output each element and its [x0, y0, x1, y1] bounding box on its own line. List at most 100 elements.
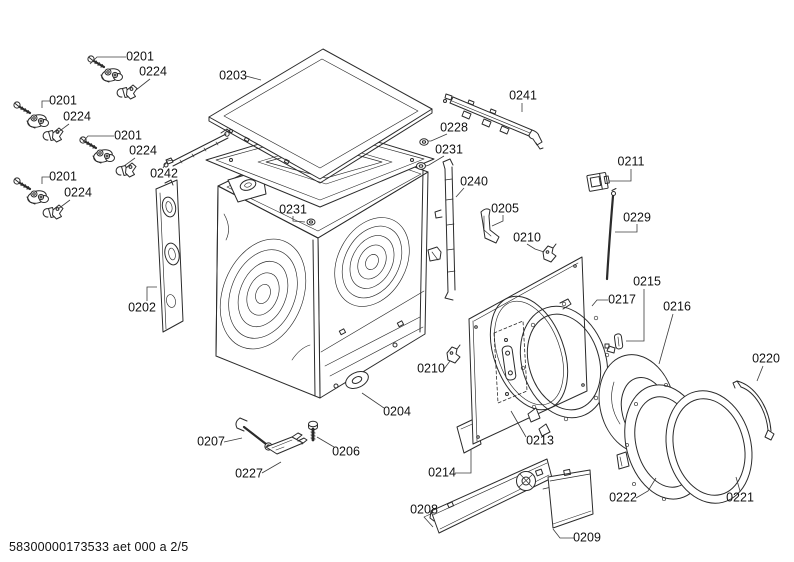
door-ring-0221	[665, 390, 753, 504]
part-label-0203: 0203	[219, 68, 247, 82]
part-label-0206: 0206	[332, 444, 360, 458]
leader-line-0229	[615, 224, 638, 233]
part-label-0210: 0210	[513, 230, 541, 244]
part-label-0224: 0224	[63, 109, 91, 123]
part-label-0241: 0241	[509, 88, 537, 102]
part-label-0227: 0227	[235, 466, 263, 480]
wrench-0207	[235, 417, 273, 451]
part-label-0231: 0231	[279, 202, 307, 216]
leader-lines	[41, 56, 764, 539]
base-panel-0208	[423, 458, 553, 534]
leader-line-0206	[316, 436, 335, 448]
hinge-strip-0240	[427, 158, 456, 301]
part-label-0211: 0211	[618, 154, 645, 168]
drawing-number: 58300000173533 aet 000 a 2/5	[9, 540, 189, 554]
part-label-0224: 0224	[129, 143, 157, 157]
leader-line-0210	[443, 360, 451, 370]
leader-line-0228	[428, 133, 448, 142]
clamp-0224-a	[116, 84, 138, 100]
cross-rail-0242	[163, 128, 233, 168]
leader-line-0201	[41, 176, 50, 184]
front-panel-0213	[468, 256, 588, 445]
leader-line-0214	[455, 449, 472, 474]
switch-0211	[586, 172, 610, 192]
cross-rail-0241	[443, 93, 544, 150]
cabinet-body	[215, 133, 429, 399]
leader-line-0240	[455, 187, 465, 198]
leader-line-0221	[735, 476, 741, 492]
part-label-0208: 0208	[410, 502, 438, 516]
part-label-0205: 0205	[491, 201, 519, 215]
part-label-0224: 0224	[64, 185, 92, 199]
leader-line-0205	[491, 215, 504, 227]
screw-0206	[308, 420, 318, 442]
leader-line-0208	[423, 516, 434, 528]
bracket-0210-lower	[446, 344, 461, 364]
leader-line-0202	[146, 286, 157, 301]
leader-line-0203	[245, 75, 262, 81]
part-label-0231: 0231	[435, 142, 463, 156]
leader-line-0220	[756, 365, 764, 382]
part-label-0242: 0242	[150, 166, 178, 180]
part-label-0228: 0228	[440, 120, 468, 134]
part-label-0220: 0220	[752, 351, 780, 365]
ring-segment-0220	[732, 380, 775, 441]
plate-0227	[265, 432, 308, 455]
bracket-0210-upper	[542, 243, 557, 263]
mount-0201-b	[12, 100, 50, 131]
leader-line-0201	[89, 56, 126, 65]
leader-line-0204	[361, 392, 385, 409]
leader-line-0231	[292, 216, 306, 223]
part-label-0207: 0207	[197, 434, 225, 448]
clamp-0224-c	[115, 162, 137, 178]
leader-line-0224	[123, 157, 136, 167]
rod-0229	[605, 188, 617, 281]
part-label-0204: 0204	[383, 404, 411, 418]
leader-line-0222	[635, 477, 657, 499]
leader-line-0231	[425, 155, 445, 167]
leader-line-0227	[261, 461, 282, 474]
part-label-0214: 0214	[428, 465, 456, 479]
leader-line-0213	[510, 410, 527, 438]
leader-line-0207	[223, 437, 243, 443]
side-panel	[155, 179, 184, 333]
bracket-0205	[480, 208, 500, 244]
mount-0201-d	[12, 176, 50, 207]
part-label-0216: 0216	[663, 299, 691, 313]
mount-0201-c	[78, 135, 116, 166]
leader-line-0224	[57, 199, 71, 210]
screw-0231-inner	[306, 218, 316, 226]
leader-line-0209	[552, 528, 574, 539]
leader-line-0242	[162, 159, 174, 169]
part-label-0213: 0213	[526, 433, 554, 447]
part-label-0210: 0210	[417, 361, 445, 375]
leader-line-0224	[56, 123, 70, 134]
door-hinge-ring-0217	[519, 298, 610, 437]
part-label-0215: 0215	[633, 274, 661, 288]
part-label-0224: 0224	[139, 64, 167, 78]
part-label-0201: 0201	[49, 93, 77, 107]
leader-line-0201	[82, 135, 114, 143]
washer-0228	[419, 138, 429, 146]
panel-0209	[542, 468, 594, 529]
part-label-0221: 0221	[726, 490, 754, 504]
clamp-0224-b	[42, 127, 64, 143]
leader-line-0210	[526, 243, 545, 253]
part-label-0222: 0222	[609, 490, 637, 504]
part-label-0201: 0201	[49, 169, 77, 183]
leader-line-0201	[41, 100, 50, 108]
part-label-0217: 0217	[608, 292, 636, 306]
top-panel	[208, 48, 433, 184]
part-label-0229: 0229	[623, 210, 651, 224]
leader-line-0215	[626, 289, 645, 342]
mount-0201-a	[86, 54, 124, 85]
part-label-0201: 0201	[114, 128, 142, 142]
washer-0231-right	[416, 162, 426, 170]
part-label-0202: 0202	[128, 300, 156, 314]
leader-line-0216	[658, 313, 674, 365]
part-labels: 0201022402010224020102240201022402420203…	[49, 49, 780, 544]
part-label-0201: 0201	[126, 49, 154, 63]
latch-0215	[604, 333, 624, 354]
